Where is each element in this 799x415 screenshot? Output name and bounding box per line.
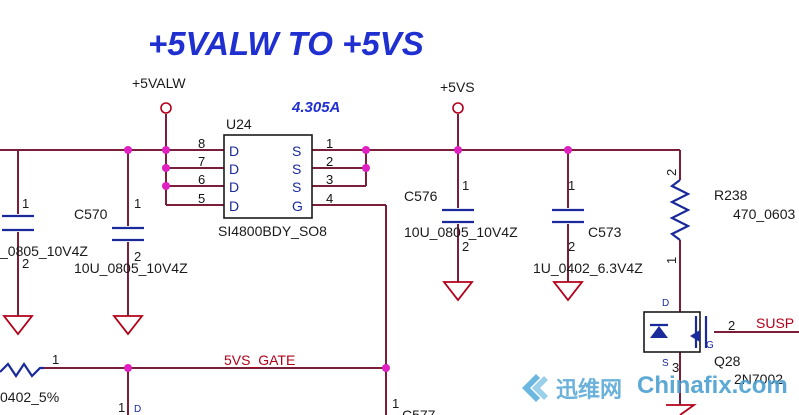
c576-value: 10U_0805_10V4Z [404,224,518,240]
left-capacitor: 1 2 _0805_10V4Z [0,196,88,336]
q28-source-pin: 3 [672,360,679,375]
u24-pin-8: 8 [198,136,205,151]
u24-pin-5: 5 [198,191,205,206]
c570-pin1: 1 [134,196,141,211]
u24-pin-2-name: S [292,161,301,177]
q28-drain-label: D [662,298,669,309]
c577-ref: C577 [402,407,436,415]
u24-pin-6-name: D [229,179,239,195]
c576-pin1: 1 [462,178,469,193]
left-cap-value: _0805_10V4Z [0,243,88,259]
bottom-cap-pin: 1 [118,400,125,415]
net-label-5valw: +5VALW [132,75,186,91]
u24-pin-7-name: D [229,161,239,177]
watermark-cn: 迅维网 [556,378,623,403]
u24-pin-3-name: S [292,179,301,195]
r238-pin1: 1 [664,257,679,264]
q28-transistor: D G S 2 3 Q28 2N7002 [643,298,783,415]
watermark-logo-icon [522,374,548,402]
c573-pin2: 2 [568,239,575,254]
diagram-title: +5VALW TO +5VS [148,25,424,62]
left-resistor: 1 0402_5% [0,352,59,405]
u24-pin-4-name: G [292,198,303,214]
r238-value: 470_0603 [733,206,796,222]
port-5vs [452,102,464,114]
q28-part: 2N7002 [734,371,783,387]
u24-pin-6: 6 [198,172,205,187]
watermark-en: Chinafix.com [637,372,788,399]
u24-pin-2: 2 [326,154,333,169]
u24-pin-1-name: S [292,143,301,159]
left-cap-pin2: 2 [22,256,29,271]
port-5valw [160,102,172,114]
c573-value: 1U_0402_6.3V4Z [533,260,643,276]
u24-pin-3: 3 [326,172,333,187]
q28-source-label: S [662,358,669,369]
left-res-value: 0402_5% [0,389,59,405]
r238-ref: R238 [714,187,748,203]
net-label-susp: SUSP [756,315,794,331]
q28-gate-pin: 2 [728,318,735,333]
u24-mosfet: U24 SI4800BDY_SO8 8 7 6 5 D D D D 1 2 3 … [198,116,333,239]
c573-capacitor: 1 2 C573 1U_0402_6.3V4Z [533,178,643,302]
bottom-cap-label: D [134,404,141,415]
u24-pin-5-name: D [229,198,239,214]
c570-pin2: 2 [134,249,141,264]
u24-pin-1: 1 [326,136,333,151]
net-label-5vs-gate: 5VS_GATE [224,352,295,368]
r238-pin2: 2 [664,169,679,176]
q28-ref: Q28 [714,353,741,369]
u24-ref: U24 [226,116,252,132]
c576-ref: C576 [404,188,438,204]
c573-pin1: 1 [568,178,575,193]
u24-pin-8-name: D [229,143,239,159]
junction-dots [124,146,572,372]
u24-pin-4: 4 [326,191,333,206]
u24-pin-7: 7 [198,154,205,169]
c576-capacitor: C576 1 2 10U_0805_10V4Z [404,178,518,302]
q28-gate-label: G [706,340,714,351]
c577-pin: 1 [392,396,399,411]
r238-resistor: 2 1 R238 470_0603 [664,169,796,264]
left-res-pin: 1 [52,352,59,367]
c576-pin2: 2 [462,239,469,254]
c573-ref: C573 [588,224,622,240]
net-label-5vs: +5VS [440,79,475,95]
left-cap-pin1: 1 [22,196,29,211]
current-note: 4.305A [291,99,340,116]
c570-value: 10U_0805_10V4Z [74,260,188,276]
c570-capacitor: C570 1 2 10U_0805_10V4Z [74,196,188,336]
c570-ref: C570 [74,206,108,222]
u24-part: SI4800BDY_SO8 [218,223,327,239]
